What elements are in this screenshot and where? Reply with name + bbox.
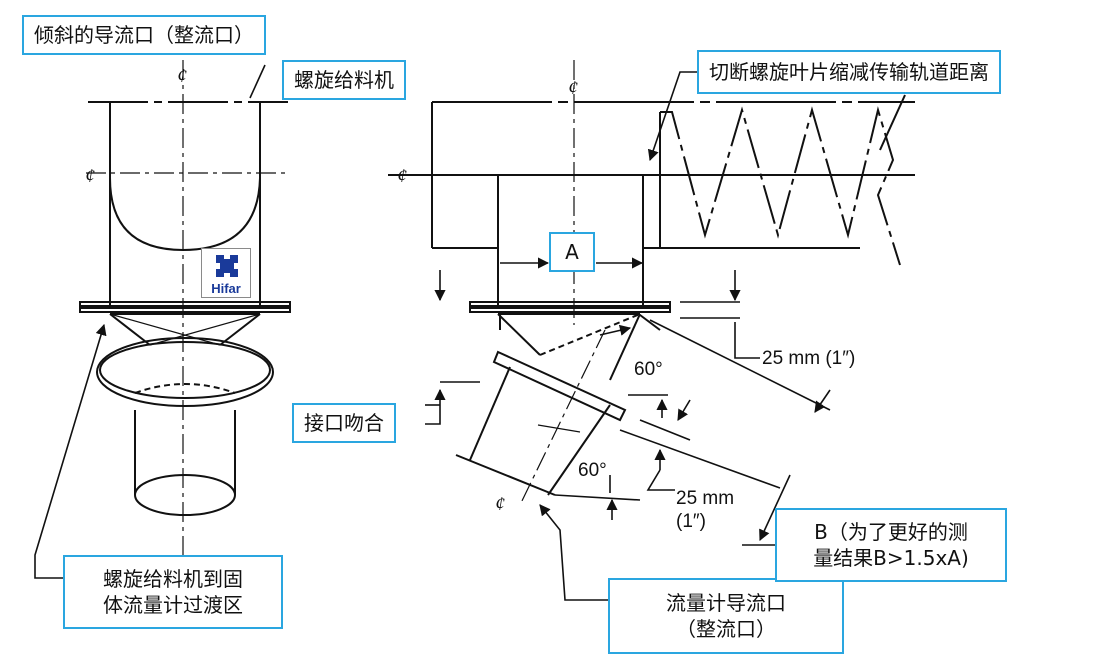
angle-label-top: 60°	[634, 359, 663, 380]
centerline-symbol: ȼ	[568, 77, 578, 99]
callout-inclined-inlet: 倾斜的导流口（整流口）	[22, 15, 266, 55]
callout-text: 接口吻合	[304, 411, 384, 435]
centerline-symbol: ȼ	[85, 165, 95, 187]
puzzle-icon	[216, 255, 238, 277]
gap-label-bottom-1: 25 mm	[676, 488, 734, 509]
leader-lines	[34, 64, 775, 601]
centerline-symbol: ȼ	[495, 493, 505, 515]
callout-text: 切断螺旋叶片缩减传输轨道距离	[709, 60, 989, 84]
right-view	[388, 60, 915, 506]
callout-a: A	[549, 232, 595, 272]
centerline-symbol: ȼ	[177, 65, 187, 87]
callout-text: 螺旋给料机	[294, 68, 394, 92]
centerline-symbol: ȼ	[397, 165, 407, 187]
callout-text: （整流口）	[676, 617, 776, 641]
callout-joint-fit: 接口吻合	[292, 403, 396, 443]
hifar-logo: Hifar	[201, 248, 251, 298]
dimension-lines	[425, 257, 831, 542]
callout-text: B（为了更好的测	[814, 520, 968, 544]
logo-text: Hifar	[211, 281, 241, 296]
callout-text: A	[565, 240, 579, 264]
callout-text: 流量计导流口	[666, 591, 786, 615]
callout-text: 量结果B>1.5xA)	[813, 546, 969, 570]
callout-text: 倾斜的导流口（整流口）	[34, 23, 254, 47]
angle-label-bottom: 60°	[578, 460, 607, 481]
gap-label-top: 25 mm (1″)	[762, 348, 855, 369]
callout-b: B（为了更好的测 量结果B>1.5xA)	[775, 508, 1007, 582]
callout-screw-feeder: 螺旋给料机	[282, 60, 406, 100]
callout-transition-zone: 螺旋给料机到固 体流量计过渡区	[63, 555, 283, 629]
callout-text: 体流量计过渡区	[103, 593, 243, 617]
callout-meter-inlet: 流量计导流口 （整流口）	[608, 578, 844, 654]
gap-label-bottom-2: (1″)	[676, 511, 706, 532]
left-view	[79, 60, 291, 560]
callout-cut-screw: 切断螺旋叶片缩减传输轨道距离	[697, 50, 1001, 94]
centerline-symbols: ȼ ȼ ȼ ȼ ȼ	[85, 65, 578, 515]
callout-text: 螺旋给料机到固	[103, 567, 243, 591]
